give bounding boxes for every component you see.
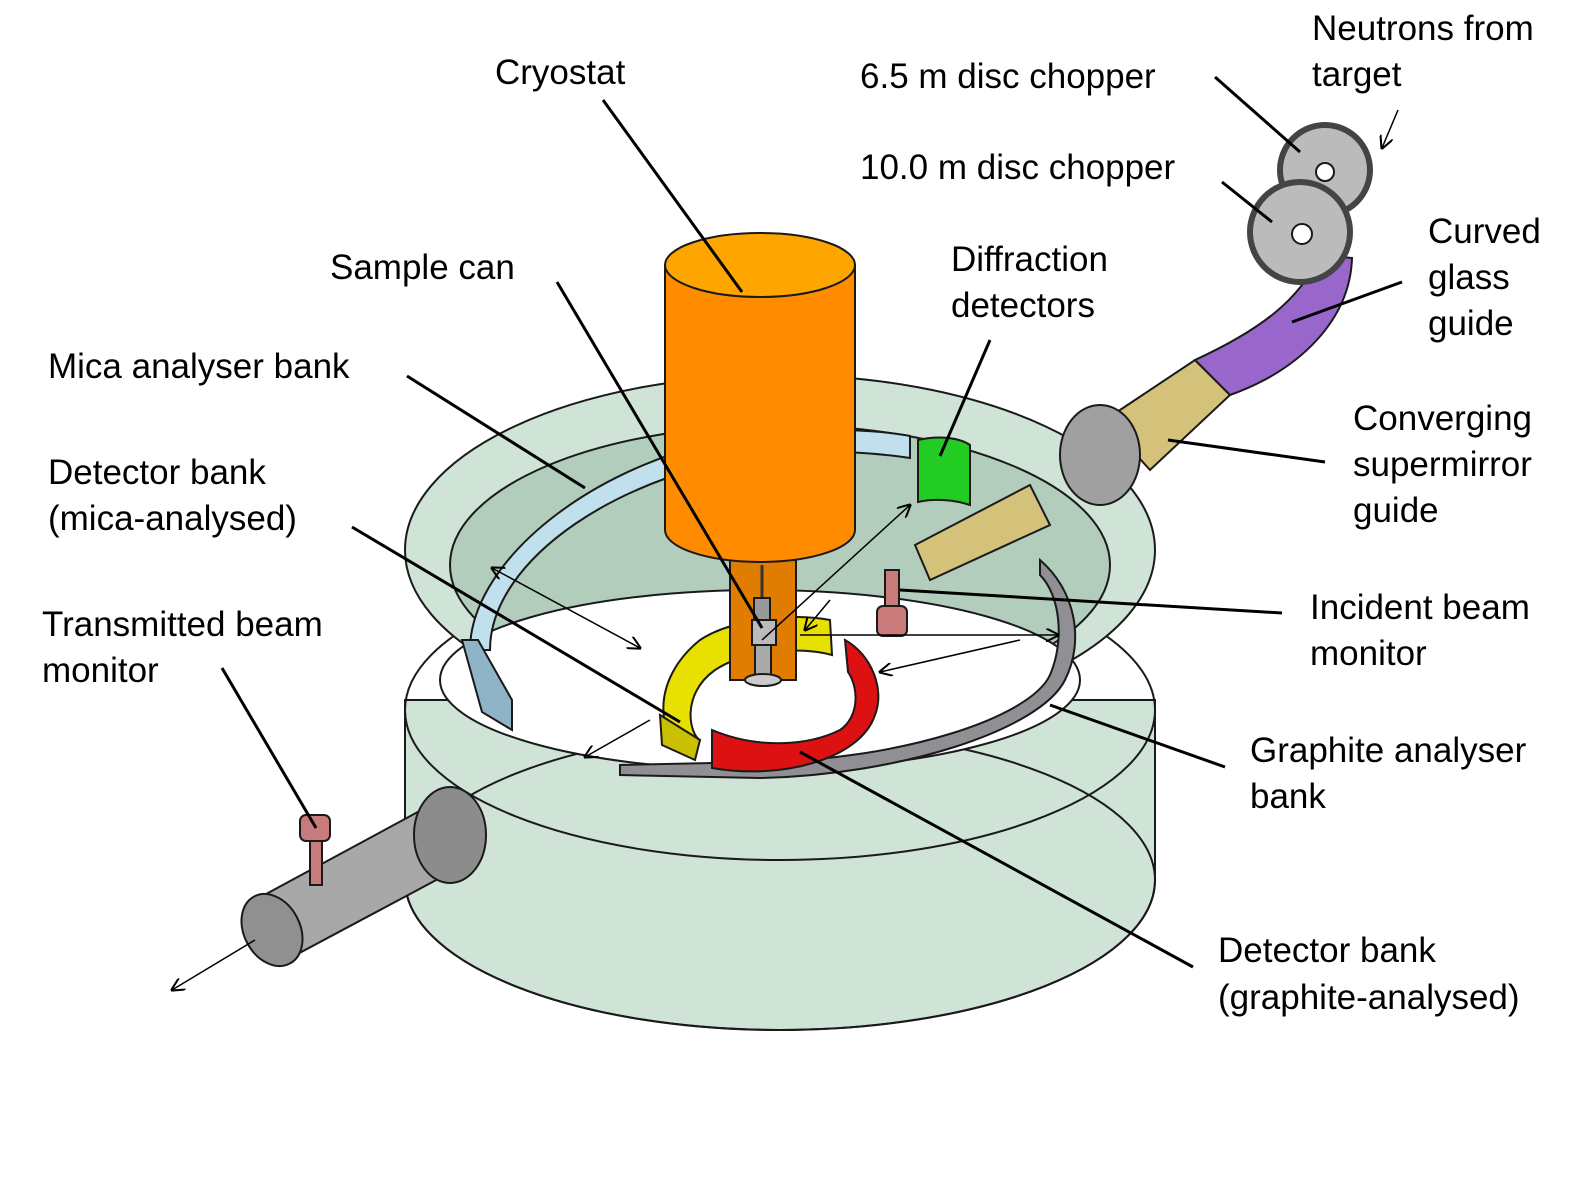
label-sample-can: Sample can <box>330 248 515 287</box>
supermirror-nozzle <box>913 483 1052 582</box>
label-curved-3: guide <box>1428 304 1514 343</box>
label-detector-bank-mica-1: Detector bank <box>48 453 266 492</box>
label-mica-analyser-bank: Mica analyser bank <box>48 347 350 386</box>
label-incident-1: Incident beam <box>1310 588 1530 627</box>
label-diffraction-2: detectors <box>951 286 1095 325</box>
label-incident-2: monitor <box>1310 634 1427 673</box>
cryostat-top <box>664 232 856 298</box>
detector-bank-mica <box>662 615 834 757</box>
label-neutrons-1: Neutrons from <box>1312 9 1534 48</box>
label-converging-1: Converging <box>1353 399 1532 438</box>
sample-can <box>744 565 782 687</box>
mica-analyser-bank-lower <box>460 639 513 732</box>
label-curved-1: Curved <box>1428 212 1541 251</box>
label-converging-3: guide <box>1353 491 1439 530</box>
label-detector-graphite-2: (graphite-analysed) <box>1218 978 1520 1017</box>
label-graphite-bank-1: Graphite analyser <box>1250 731 1527 770</box>
label-neutrons-2: target <box>1312 55 1402 94</box>
disc-chopper-100 <box>1247 179 1353 285</box>
mica-analyser-bank <box>468 428 911 651</box>
label-chopper-65: 6.5 m disc chopper <box>860 57 1156 96</box>
label-cryostat: Cryostat <box>495 53 626 92</box>
guide-flange <box>1059 404 1141 506</box>
leader-lines <box>220 75 1403 969</box>
graphite-analyser-bank <box>619 557 1077 780</box>
label-curved-2: glass <box>1428 258 1510 297</box>
labels: Cryostat Sample can Mica analyser bank D… <box>42 9 1541 1017</box>
cryostat-body <box>664 264 856 563</box>
curved-glass-guide <box>1193 253 1354 397</box>
label-detector-bank-mica-2: (mica-analysed) <box>48 499 297 538</box>
detector-bank-graphite <box>711 638 880 773</box>
label-diffraction-1: Diffraction <box>951 240 1108 279</box>
detector-bank-mica-front <box>658 713 702 762</box>
label-converging-2: supermirror <box>1353 445 1532 484</box>
scatter-arrows <box>172 109 1399 990</box>
label-detector-graphite-1: Detector bank <box>1218 931 1436 970</box>
label-chopper-10: 10.0 m disc chopper <box>860 148 1176 187</box>
label-graphite-bank-2: bank <box>1250 777 1326 816</box>
transmitted-beam-pipe <box>240 786 487 968</box>
transmitted-beam-monitor <box>299 814 331 886</box>
diffraction-detector <box>917 436 971 507</box>
label-transmitted-2: monitor <box>42 651 159 690</box>
label-transmitted-1: Transmitted beam <box>42 605 323 644</box>
incident-beam-monitor <box>876 569 908 637</box>
